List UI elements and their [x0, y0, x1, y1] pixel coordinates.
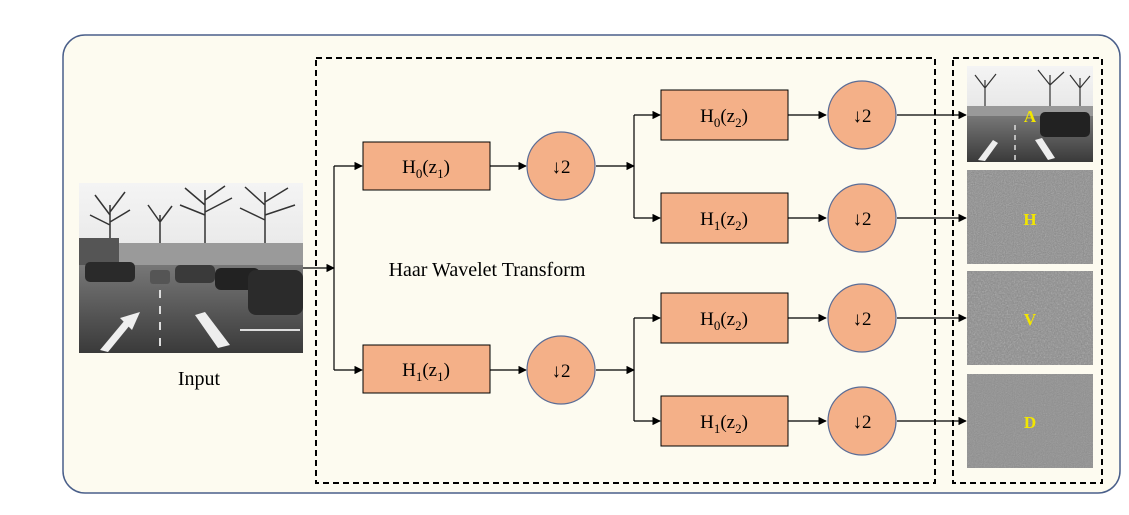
- output-vertical-image: [967, 271, 1093, 365]
- connectors: [303, 110, 967, 426]
- filter-h1-z1: H1(z1): [362, 344, 491, 394]
- input-image: [79, 183, 303, 353]
- filter-h0-z2-bottom: H0(z2): [660, 292, 789, 344]
- filter-h0-z1: H0(z1): [362, 141, 491, 191]
- input-label: Input: [178, 368, 221, 390]
- output-horizontal-image: [967, 170, 1093, 264]
- svg-text:H0(z2): H0(z2): [700, 106, 748, 130]
- filter-h1-z2-top: H1(z2): [660, 192, 789, 244]
- svg-text:H1(z1): H1(z1): [402, 360, 450, 384]
- downsample-l1-bottom: ↓2: [526, 335, 596, 405]
- downsample-l2-3: ↓2: [827, 283, 897, 353]
- svg-text:↓2: ↓2: [552, 361, 571, 382]
- svg-text:H1(z2): H1(z2): [700, 209, 748, 233]
- output-approx-image: [967, 66, 1093, 162]
- svg-text:H0(z2): H0(z2): [700, 309, 748, 333]
- transform-region: [315, 57, 936, 484]
- downsample-l2-2: ↓2: [827, 183, 897, 253]
- output-diagonal-image: [967, 374, 1093, 468]
- svg-text:↓2: ↓2: [853, 412, 872, 433]
- svg-text:H0(z1): H0(z1): [402, 157, 450, 181]
- svg-text:↓2: ↓2: [853, 209, 872, 230]
- band-label-vertical: V: [1024, 310, 1037, 329]
- filter-h0-z2-top: H0(z2): [660, 89, 789, 141]
- svg-text:↓2: ↓2: [853, 106, 872, 127]
- downsample-l2-1: ↓2: [827, 80, 897, 150]
- band-label-approx: A: [1024, 107, 1037, 126]
- output-region: [952, 57, 1103, 484]
- band-label-diagonal: D: [1024, 413, 1036, 432]
- svg-text:↓2: ↓2: [552, 157, 571, 178]
- filter-h1-z2-bottom: H1(z2): [660, 395, 789, 447]
- band-label-horizontal: H: [1023, 210, 1036, 229]
- downsample-l2-4: ↓2: [827, 386, 897, 456]
- downsample-l1-top: ↓2: [526, 131, 596, 201]
- svg-text:↓2: ↓2: [853, 309, 872, 330]
- outer-panel: [62, 34, 1121, 494]
- transform-title: Haar Wavelet Transform: [389, 259, 586, 281]
- svg-text:H1(z2): H1(z2): [700, 412, 748, 436]
